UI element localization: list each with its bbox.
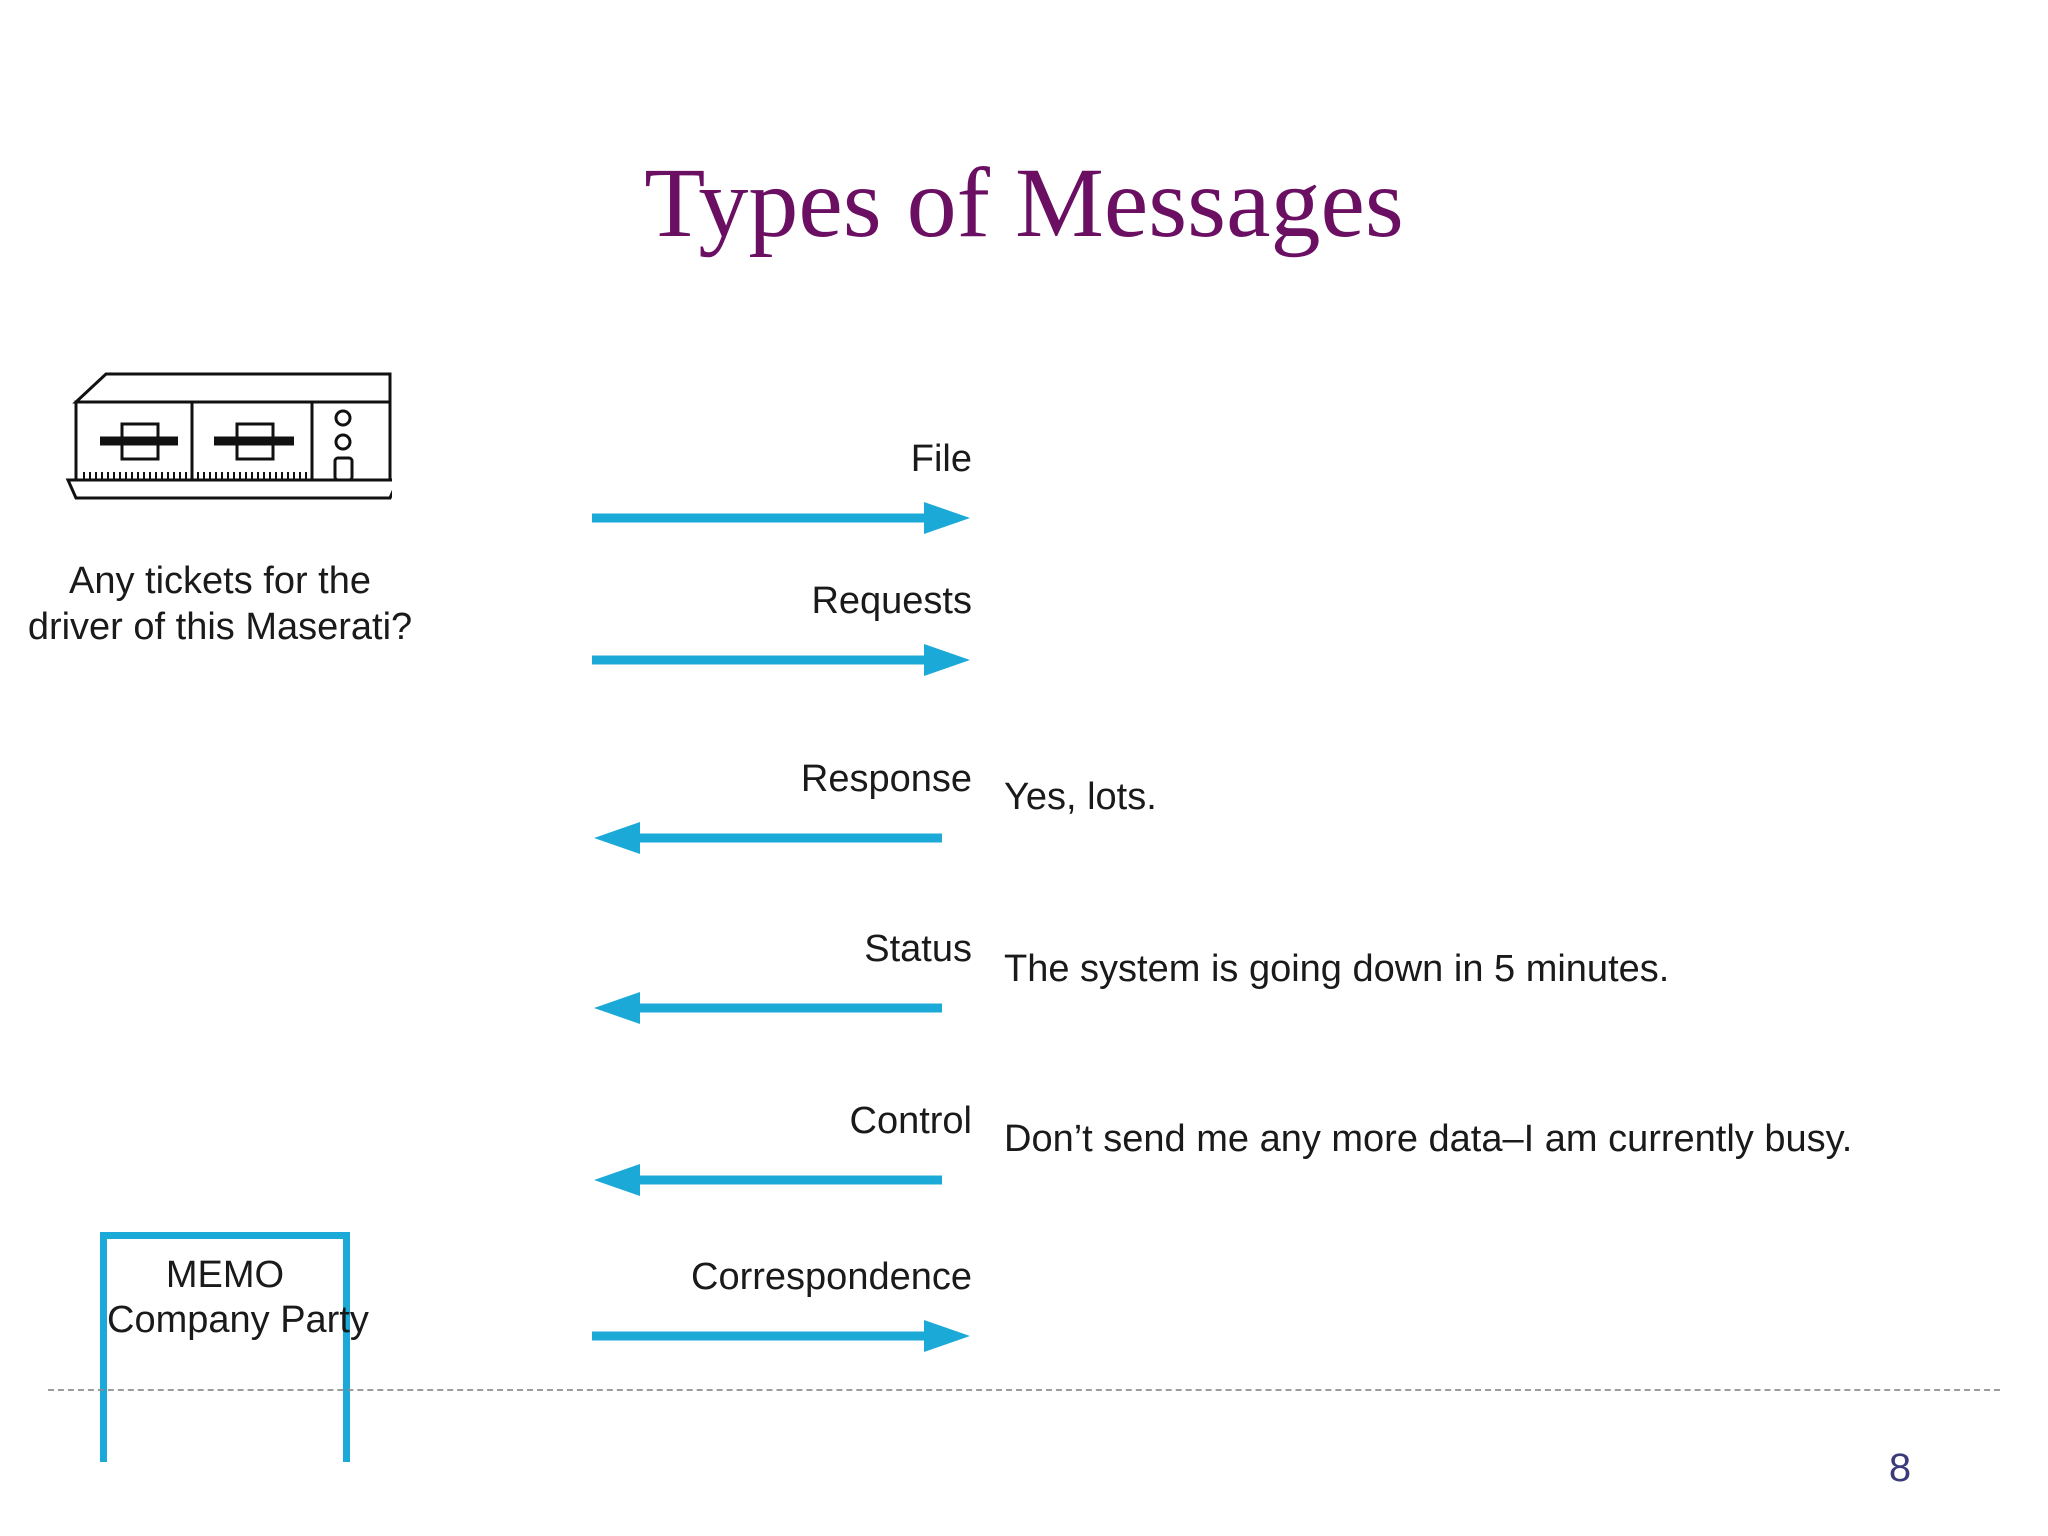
message-row-status: Status [592, 930, 972, 1040]
page-number: 8 [1888, 1446, 1912, 1490]
arrow-left-control [592, 1160, 972, 1200]
arrow-left-response [592, 818, 972, 858]
message-example-control: Don’t send me any more data–I am current… [1004, 1118, 1853, 1160]
modem-device-graphic [65, 372, 392, 500]
arrow-right-correspondence [592, 1316, 972, 1356]
memo-subtitle: Company Party [107, 1298, 369, 1341]
message-example-status: The system is going down in 5 minutes. [1004, 948, 1670, 990]
memo-text: MEMO Company Party [107, 1253, 369, 1343]
memo-box: MEMO Company Party [100, 1232, 369, 1462]
page-title: Types of Messages [644, 147, 1404, 258]
modem-device-icon [62, 368, 392, 513]
message-example-response: Yes, lots. [1004, 776, 1157, 818]
message-row-response: Response [592, 760, 972, 870]
message-label-status: Status [864, 928, 972, 970]
arrow-right-requests [592, 640, 972, 680]
message-row-requests: Requests [592, 582, 972, 692]
message-label-response: Response [800, 758, 972, 800]
message-row-correspondence: Correspondence [592, 1258, 972, 1368]
message-row-file: File [592, 440, 972, 550]
memo-title: MEMO [165, 1254, 285, 1296]
message-label-file: File [910, 438, 972, 480]
device-caption-line-2: driver of this Maserati? [27, 606, 413, 649]
message-label-control: Control [849, 1100, 973, 1142]
message-label-correspondence: Correspondence [691, 1256, 972, 1298]
message-row-control: Control [592, 1102, 972, 1212]
arrow-right-file [592, 498, 972, 538]
footer-divider [48, 1389, 2000, 1391]
arrow-left-status [592, 988, 972, 1028]
device-caption: Any tickets for the driver of this Maser… [10, 558, 430, 651]
device-caption-line-1: Any tickets for the [68, 560, 371, 602]
message-label-requests: Requests [811, 580, 972, 622]
